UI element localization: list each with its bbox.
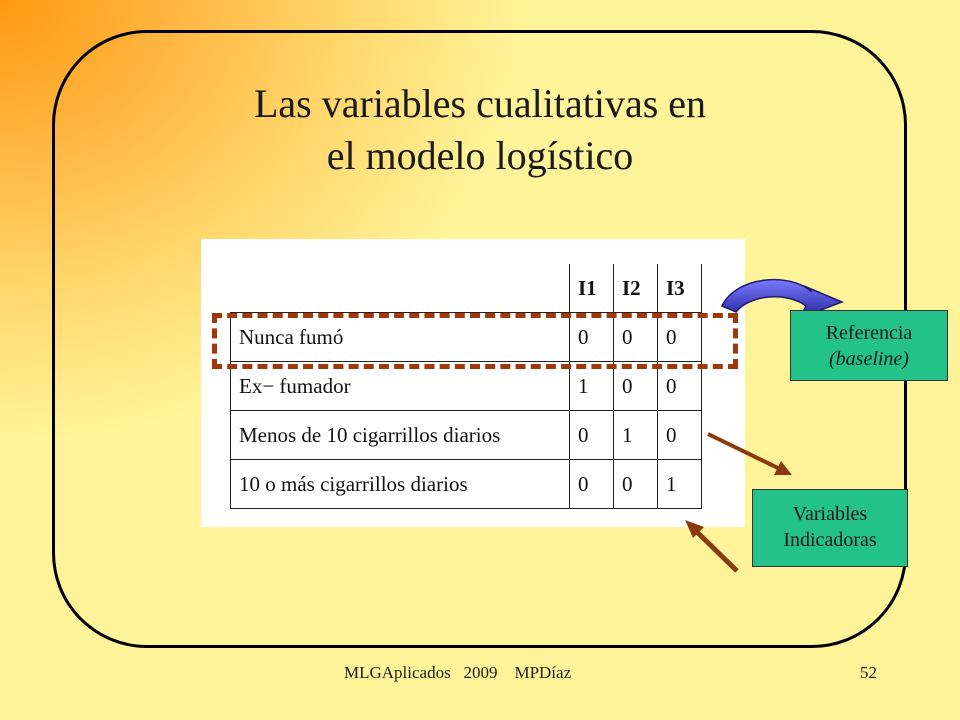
page-number: 52: [860, 663, 877, 682]
table-row: Ex− fumador 1 0 0: [230, 361, 702, 411]
table-row: 10 o más cigarrillos diarios 0 0 1: [230, 459, 702, 509]
header-i3: I3: [657, 264, 702, 313]
cell-value: 0: [657, 410, 702, 460]
header-i1: I1: [569, 264, 614, 313]
footer-text: MLGAplicados 2009 MPDíaz: [344, 663, 571, 683]
cell-value: 0: [569, 459, 614, 509]
indicators-label-1: Variables: [792, 503, 868, 525]
cell-value: 1: [657, 459, 702, 509]
arrow-to-indicators-icon: [707, 432, 792, 475]
table-header-row: I1 I2 I3: [231, 264, 702, 313]
curved-arrow-icon: [720, 279, 845, 320]
arrow-to-table-icon: [685, 520, 739, 573]
cell-value: 0: [613, 361, 658, 411]
title-line-1: Las variables cualitativas en: [253, 81, 707, 126]
cell-value: 0: [657, 361, 702, 411]
cell-value: 0: [569, 410, 614, 460]
reference-callout: Referencia (baseline): [790, 310, 948, 381]
table-row: Nunca fumó 0 0 0: [230, 312, 702, 362]
table-row: Menos de 10 cigarrillos diarios 0 1 0: [230, 410, 702, 460]
cell-value: 0: [657, 312, 702, 362]
slide-title: Las variables cualitativas en el modelo …: [180, 78, 780, 182]
baseline-label: (baseline): [829, 348, 909, 370]
table-panel: I1 I2 I3 Nunca fumó 0 0 0 Ex− fumador 1 …: [201, 239, 745, 527]
title-line-2: el modelo logístico: [326, 133, 634, 178]
indicator-table: I1 I2 I3 Nunca fumó 0 0 0 Ex− fumador 1 …: [230, 264, 702, 509]
cell-value: 0: [613, 312, 658, 362]
baseline-highlight-dashed-box: [212, 313, 738, 369]
header-i2: I2: [613, 264, 658, 313]
footer-text-value: MLGAplicados 2009 MPDíaz: [344, 663, 572, 682]
row-label: 10 o más cigarrillos diarios: [230, 459, 570, 509]
cell-value: 1: [613, 410, 658, 460]
row-label: Nunca fumó: [230, 312, 570, 362]
cell-value: 0: [613, 459, 658, 509]
row-label: Ex− fumador: [230, 361, 570, 411]
reference-label: Referencia: [825, 322, 913, 344]
indicators-callout: Variables Indicadoras: [752, 489, 908, 567]
indicators-label-2: Indicadoras: [783, 529, 877, 551]
cell-value: 1: [569, 361, 614, 411]
row-label: Menos de 10 cigarrillos diarios: [230, 410, 570, 460]
